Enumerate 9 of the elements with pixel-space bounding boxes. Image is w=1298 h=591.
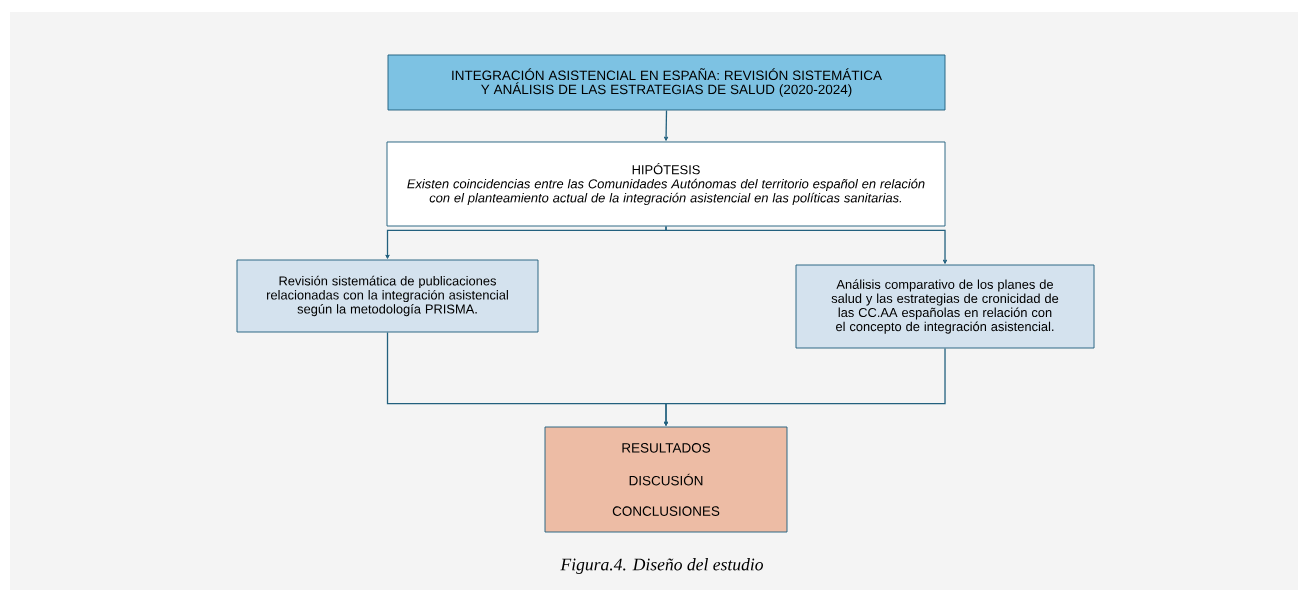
arrow xyxy=(665,225,948,264)
hypothesis-box: HIPÓTESIS Existen coincidencias entre las Comunidades Autónomas del territorio español en relación con el planteamiento actual de la integración asistencial en las políticas sanitarias. xyxy=(386,141,946,227)
figure-caption: Figura.4. Diseño del estudio xyxy=(560,558,764,574)
results-box: RESULTADOS DISCUSIÓN CONCLUSIONES xyxy=(544,426,788,533)
title-box: INTEGRACIÓN ASISTENCIAL EN ESPAÑA: REVISIÓN SISTEMÁTICA Y ANÁLISIS DE LAS ESTRATEGIAS DE SALUD (2020-2024) xyxy=(387,54,946,111)
method-box: Análisis comparativo de los planes de salud y las estrategias de cronicidad de las CC.AA españolas en relación con el concepto de integración asistencial. xyxy=(795,264,1095,349)
arrow xyxy=(663,347,946,426)
arrow xyxy=(663,109,669,141)
method-box: Revisión sistemática de publicaciones relacionadas con la integración asistencial según la metodología PRISMA. xyxy=(236,259,539,333)
